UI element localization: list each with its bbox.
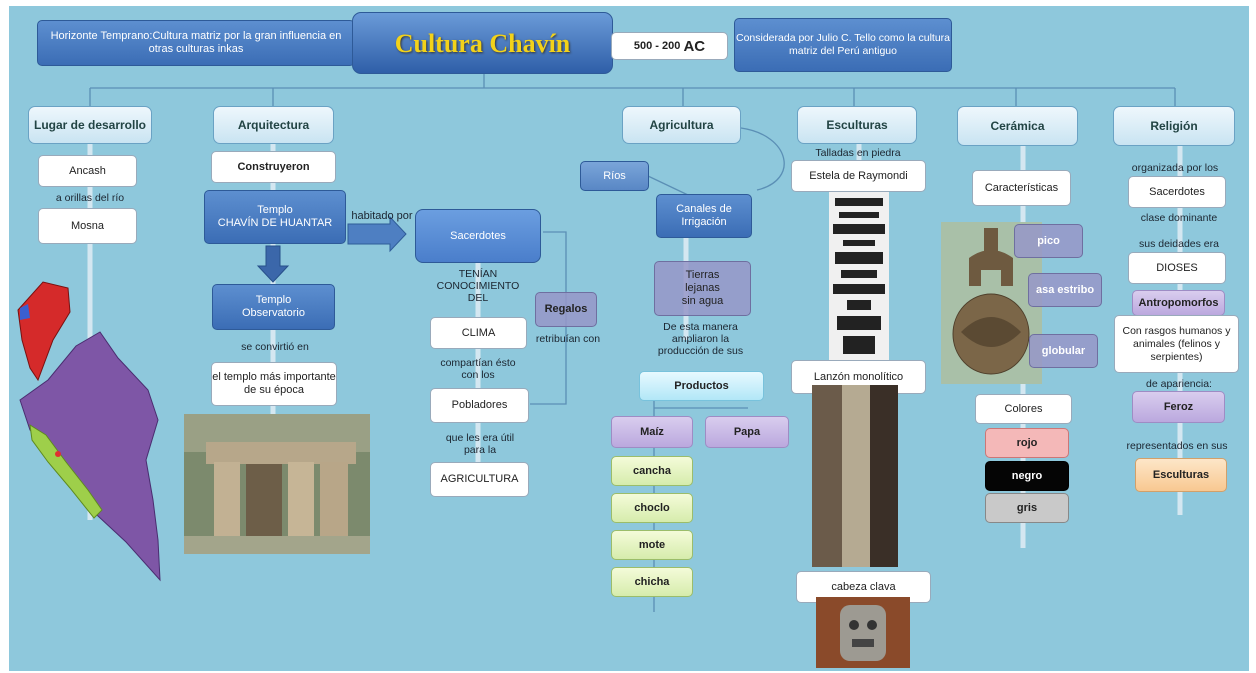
rios-box: Ríos [580,161,649,191]
papa-box: Papa [705,416,789,448]
talladas-label: Talladas en piedra [815,147,901,159]
tierras-box: Tierras lejanas sin agua [654,261,751,316]
negro-box: negro [985,461,1069,491]
templo-chavin-box: Templo CHAVÍN DE HUANTAR [204,190,346,244]
clima-box: CLIMA [430,317,527,349]
right-note: Considerada por Julio C. Tello como la c… [734,18,952,72]
clase-label: clase dominante [1140,212,1218,224]
head-agricultura: Agricultura [622,106,741,144]
estela-box: Estela de Raymondi [791,160,926,192]
organizada-label: organizada por los [1131,162,1219,174]
construyeron-box: Construyeron [211,151,336,183]
peru-map-image [17,281,161,582]
head-ceramica: Cerámica [957,106,1078,146]
date-range: 500 - 200 [633,39,681,52]
manera-label: De esta manera ampliaron la producción d… [657,321,744,357]
chicha-box: chicha [611,567,693,597]
cancha-box: cancha [611,456,693,486]
estela-raymondi-image [829,192,889,360]
page-title: Cultura Chavín [394,28,571,58]
productos-box: Productos [639,371,764,401]
ancash-box: Ancash [38,155,137,187]
representados-label: representados en sus [1126,440,1228,452]
sacerdotes-box: Sacerdotes [415,209,541,263]
title-box: Cultura Chavín [352,12,613,74]
maiz-box: Maíz [611,416,693,448]
util-label: que les era útil para la [445,432,515,456]
caracteristicas-box: Características [972,170,1071,206]
tenian-label: TENÍAN CONOCIMIENTO DEL [436,268,520,304]
head-arquitectura: Arquitectura [213,106,334,144]
gris-box: gris [985,493,1069,523]
pobladores-box: Pobladores [430,388,529,423]
colores-box: Colores [975,394,1072,424]
habitado-label: habitado por [351,210,413,222]
orillas-label: a orillas del río [55,192,125,204]
lanzon-monolitico-image [812,385,898,567]
cabeza-clava-image [816,597,910,668]
regalos-box: Regalos [535,292,597,327]
head-esculturas: Esculturas [797,106,917,144]
canales-box: Canales de Irrigación [656,194,752,238]
left-note: Horizonte Temprano:Cultura matriz por la… [37,20,355,66]
rel-esculturas-box: Esculturas [1135,458,1227,492]
head-lugar: Lugar de desarrollo [28,106,152,144]
rojo-box: rojo [985,428,1069,458]
feroz-box: Feroz [1132,391,1225,423]
dioses-box: DIOSES [1128,252,1226,284]
date-box: 500 - 200 AC [611,32,728,60]
se-convirtio-label: se convirtió en [241,341,309,353]
rasgos-box: Con rasgos humanos y animales (felinos y… [1114,315,1239,373]
pico-box: pico [1014,224,1083,258]
globular-box: globular [1029,334,1098,368]
choclo-box: choclo [611,493,693,523]
rel-sacerdotes-box: Sacerdotes [1128,176,1226,208]
date-era: AC [683,37,706,55]
agricultura-box: AGRICULTURA [430,462,529,497]
mote-box: mote [611,530,693,560]
retribuian-label: retribuían con [535,333,601,345]
head-religion: Religión [1113,106,1235,146]
templo-observatorio-box: Templo Observatorio [212,284,335,330]
templo-importante-box: el templo más importante de su época [211,362,337,406]
temple-photo [184,414,370,554]
antropomorfos-box: Antropomorfos [1132,290,1225,316]
mosna-box: Mosna [38,208,137,244]
asa-estribo-box: asa estribo [1028,273,1102,307]
deidades-label: sus deidades era [1139,238,1219,250]
apariencia-label: de apariencia: [1146,378,1212,390]
compartian-label: compartían ésto con los [440,357,516,381]
